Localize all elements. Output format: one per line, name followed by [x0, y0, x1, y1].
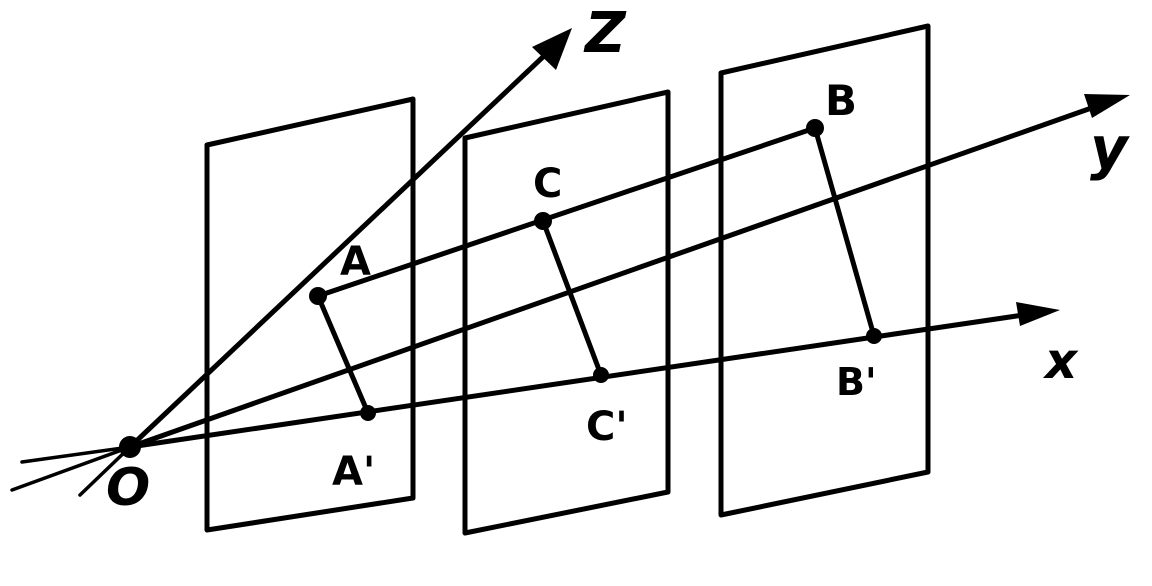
axis-z-arrowhead — [532, 28, 572, 70]
segment-b-b-prime — [812, 125, 877, 339]
axis-y-line — [127, 102, 1103, 450]
segment-a-a-prime — [315, 293, 371, 416]
label-axis-x: x — [1042, 332, 1079, 390]
axis-tail-z — [78, 445, 132, 497]
plane-middle — [462, 89, 671, 536]
label-axis-z: Z — [583, 1, 627, 66]
axis-z-line — [127, 52, 548, 450]
ray-a-c-b — [315, 125, 818, 299]
plane-left — [204, 96, 416, 533]
point-a — [309, 287, 327, 305]
label-origin: O — [106, 458, 150, 518]
plane-right — [718, 23, 931, 518]
label-point-c: C — [533, 161, 562, 207]
origin-point — [119, 436, 141, 458]
axis-y-arrowhead — [1084, 94, 1130, 118]
point-c-prime — [593, 367, 609, 383]
label-axis-y: y — [1090, 114, 1130, 182]
segment-c-c-prime — [540, 218, 604, 378]
label-point-c-prime: C' — [586, 404, 628, 450]
label-point-b-prime: B' — [836, 360, 877, 404]
point-b — [806, 119, 824, 137]
point-c — [534, 212, 552, 230]
label-point-a-prime: A' — [332, 449, 375, 495]
point-a-prime — [360, 405, 376, 421]
axis-tail-upper — [20, 445, 132, 464]
label-point-a: A — [340, 239, 371, 285]
label-point-b: B — [825, 76, 857, 125]
axis-x-arrowhead — [1016, 302, 1060, 326]
point-b-prime — [866, 328, 882, 344]
axis-tail-lower — [10, 445, 132, 492]
axis-x-line — [127, 311, 1033, 450]
